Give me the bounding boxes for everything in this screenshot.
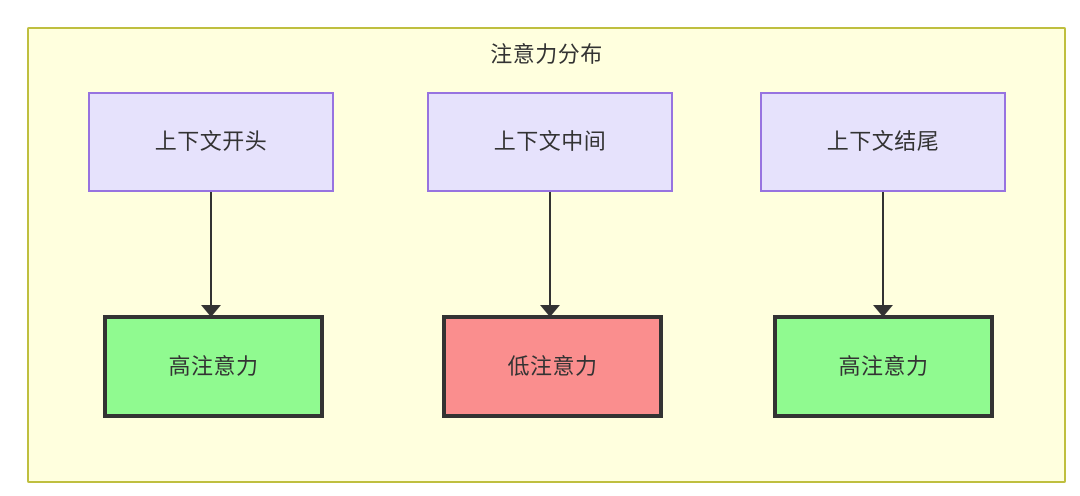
node-context-start[interactable]: 上下文开头: [88, 92, 334, 192]
node-high-attention-end[interactable]: 高注意力: [773, 315, 994, 418]
node-low-attention-middle[interactable]: 低注意力: [442, 315, 663, 418]
node-high-attention-end-label: 高注意力: [838, 353, 929, 379]
node-context-end[interactable]: 上下文结尾: [760, 92, 1006, 192]
node-context-middle[interactable]: 上下文中间: [427, 92, 673, 192]
node-context-start-label: 上下文开头: [154, 129, 268, 154]
node-high-attention-start[interactable]: 高注意力: [103, 315, 324, 418]
node-high-attention-start-label: 高注意力: [168, 353, 259, 379]
node-context-end-label: 上下文结尾: [826, 129, 940, 154]
node-context-middle-label: 上下文中间: [493, 129, 607, 154]
subgraph-title: 注意力分布: [490, 42, 603, 67]
node-low-attention-middle-label: 低注意力: [507, 353, 598, 379]
